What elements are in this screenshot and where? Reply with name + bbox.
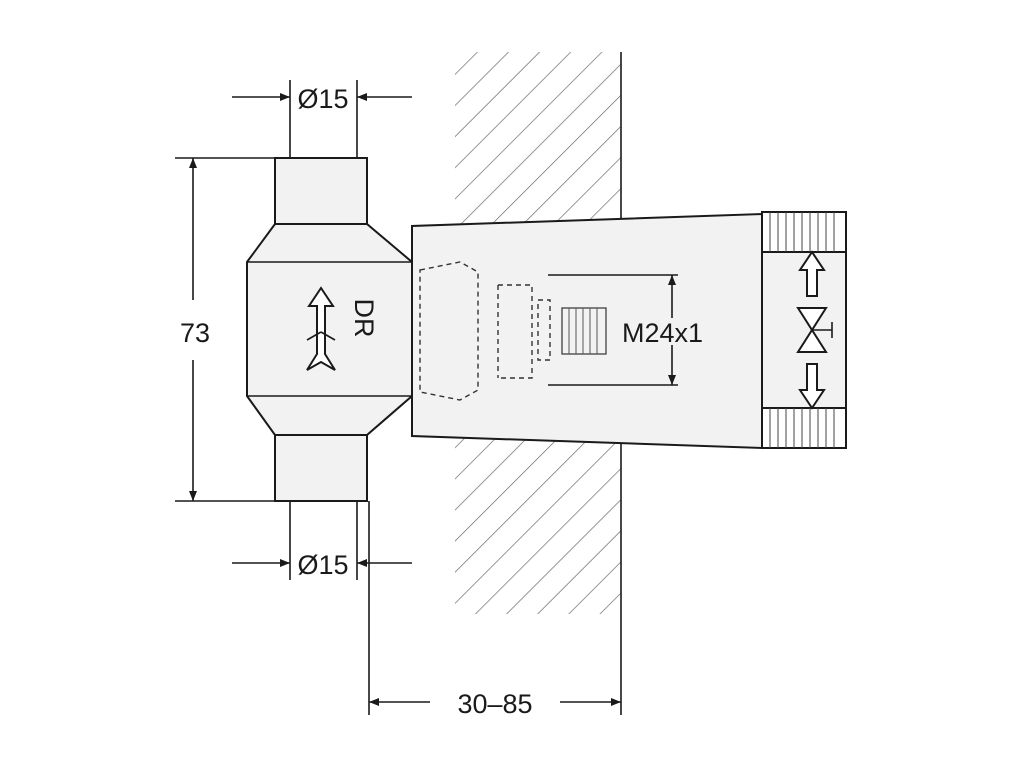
thread-dimension: M24x1 xyxy=(622,275,703,385)
hidden-thread-lines xyxy=(419,261,678,401)
valve-cap xyxy=(761,211,847,449)
outlet-pipe xyxy=(274,434,368,502)
inlet-diameter-dimension: Ø15 xyxy=(232,80,412,158)
thread-label: M24x1 xyxy=(622,318,703,348)
inlet-pipe xyxy=(274,157,368,225)
shutoff-arrows-icon xyxy=(798,250,826,410)
wall-depth-dimension: 30–85 xyxy=(368,501,622,719)
threaded-spindle xyxy=(561,307,607,355)
body-marking: DR xyxy=(349,299,379,338)
height-dimension: 73 xyxy=(175,157,275,502)
wall-depth-label: 30–85 xyxy=(457,689,532,719)
valve-block xyxy=(246,223,413,436)
outlet-diameter-label: Ø15 xyxy=(297,550,348,580)
height-label: 73 xyxy=(180,318,210,348)
inlet-diameter-label: Ø15 xyxy=(297,84,348,114)
cartridge-housing xyxy=(411,212,763,450)
valve-body: DR xyxy=(246,157,413,502)
valve-symbol-icon xyxy=(796,307,833,353)
flow-direction-arrow-icon xyxy=(306,286,336,371)
outlet-diameter-dimension: Ø15 xyxy=(232,501,412,580)
